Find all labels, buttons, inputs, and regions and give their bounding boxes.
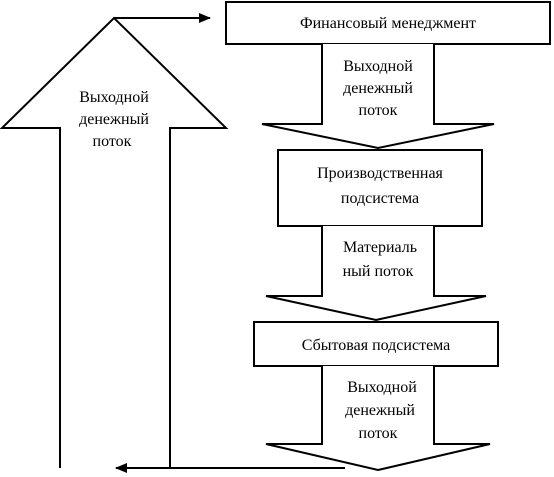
big-upward-arrow: [0, 16, 229, 468]
material-flow-line1: Материаль: [343, 239, 417, 256]
big-arrow-label-line1: Выходной: [79, 89, 149, 106]
sales-subsystem-label: Сбытовая подсистема: [302, 337, 451, 354]
material-flow-line2: ный поток: [343, 263, 414, 280]
cash-flow-bottom-line3: поток: [359, 425, 398, 442]
material-flow-arrow: [265, 226, 487, 322]
cash-flow-arrow-top: [261, 44, 495, 150]
cash-flow-top-line1: Выходной: [343, 58, 413, 75]
finance-management-box: [225, 1, 551, 45]
cash-flow-bottom-line1: Выходной: [347, 379, 417, 396]
cash-flow-top-line2: денежный: [343, 80, 413, 97]
cash-flow-top-line3: поток: [359, 102, 398, 119]
cash-flow-arrow-bottom: [265, 366, 491, 472]
production-subsystem-box: [277, 149, 483, 227]
sales-subsystem-box: [253, 321, 499, 367]
cash-flow-bottom-line2: денежный: [345, 402, 415, 419]
big-arrow-label-line2: денежный: [79, 111, 149, 128]
big-arrow-label-line3: поток: [93, 133, 132, 150]
production-label-line1: Производственная: [317, 165, 443, 182]
finance-management-label: Финансовый менеджмент: [300, 15, 476, 32]
production-label-line2: подсистема: [341, 190, 419, 207]
